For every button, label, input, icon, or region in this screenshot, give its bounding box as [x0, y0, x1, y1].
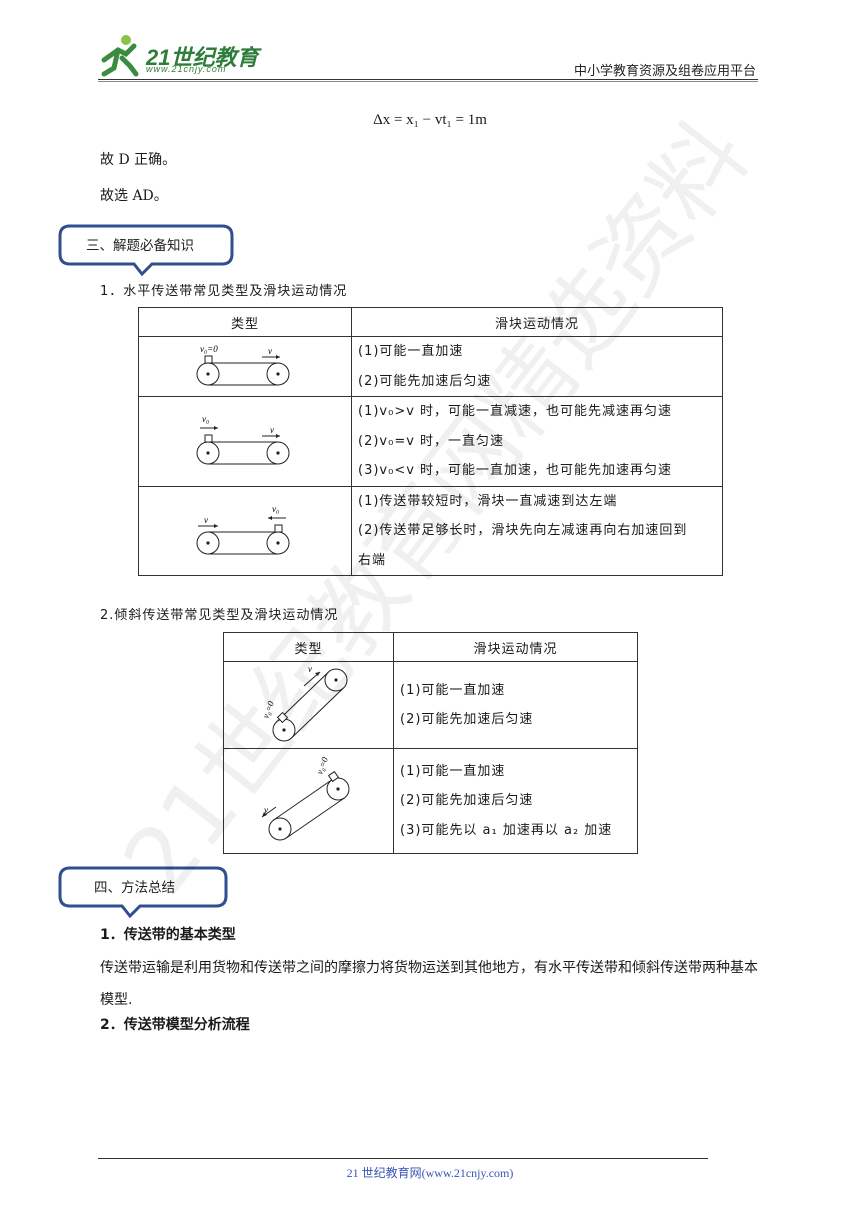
desc-inclined-2: (1)可能一直加速 (2)可能先加速后匀速 (3)可能先以 a₁ 加速再以 a₂…: [393, 748, 638, 854]
label-v0-zero: v₀=0: [260, 699, 276, 720]
section-callout-4: 四、方法总结: [56, 864, 236, 924]
desc-inclined-1: (1)可能一直加速 (2)可能先加速后匀速: [393, 661, 638, 749]
desc-line: (2)可能先加速后匀速: [400, 712, 534, 727]
horizontal-belt-table: 类型 滑块运动情况 v₀=0 v (1)可能一直加速 (2)可能先加速后匀速: [138, 307, 723, 576]
label-v: v: [204, 515, 208, 525]
belt-diagram: v₀ v: [196, 414, 290, 465]
desc-line: (2)v₀=v 时，一直匀速: [358, 433, 505, 449]
desc-line: (2)可能先加速后匀速: [358, 373, 492, 389]
belt-diagram: v v₀: [196, 504, 290, 555]
desc-line: (1)可能一直加速: [400, 682, 506, 698]
desc-line: (3)可能先以 a₁ 加速再以 a₂ 加速: [400, 822, 613, 838]
logo-url: www.21cnjy.com: [146, 64, 227, 74]
desc-line: (2)可能先加速后匀速: [400, 793, 534, 809]
incline-belt-diagram: v₀=0 v: [261, 755, 349, 841]
diagram-horizontal-2: v₀ v: [138, 396, 352, 487]
table-header-type: 类型: [138, 307, 352, 337]
footer-text: 21 世纪教育网(www.21cnjy.com): [346, 1166, 514, 1180]
label-v0-zero: v₀=0: [200, 344, 218, 354]
section-callout-3: 三、解题必备知识: [56, 222, 236, 282]
heading-horizontal: 1．水平传送带常见类型及滑块运动情况: [100, 284, 348, 299]
desc-line: (1)v₀>v 时，可能一直减速，也可能先减速再匀速: [358, 404, 673, 419]
table-header-desc: 滑块运动情况: [393, 632, 638, 662]
section-title: 三、解题必备知识: [86, 238, 194, 254]
heading-analysis-flow: 2．传送带模型分析流程: [100, 1017, 250, 1033]
label-v: v: [308, 664, 312, 674]
heading-inclined: 2.倾斜传送带常见类型及滑块运动情况: [100, 608, 339, 623]
desc-line: (1)可能一直加速: [358, 344, 464, 359]
runner-logo-icon: [101, 35, 139, 77]
label-v: v: [270, 425, 274, 435]
diagram-horizontal-1: v₀=0 v: [138, 336, 352, 397]
desc-horizontal-1: (1)可能一直加速 (2)可能先加速后匀速: [351, 336, 723, 397]
heading-basic-types: 1．传送带的基本类型: [100, 927, 236, 943]
label-v0: v₀: [272, 504, 279, 514]
table-header-type: 类型: [223, 632, 394, 662]
label-v: v: [264, 805, 268, 815]
speech-bubble-icon: [58, 866, 228, 919]
desc-horizontal-3: (1)传送带较短时，滑块一直减速到达左端 (2)传送带足够长时，滑块先向左减速再…: [351, 485, 723, 576]
logo-text: 21世纪教育: [146, 45, 259, 70]
belt-diagram: v₀=0 v: [196, 344, 290, 385]
desc-line: 右端: [358, 552, 387, 568]
label-v0-zero: v₀=0: [314, 755, 330, 776]
desc-line: (1)可能一直加速: [400, 763, 506, 779]
desc-line: (2)传送带足够长时，滑块先向左减速再向右加速回到: [358, 523, 688, 538]
diagram-inclined-2: v₀=0 v: [223, 748, 394, 854]
header-rule: [98, 79, 758, 80]
footer-rule: [98, 1158, 708, 1159]
header-rule-thin: [98, 81, 758, 82]
conclusion-ad: 故选 AD。: [100, 188, 168, 204]
desc-line: (3)v₀<v 时，可能一直加速，也可能先加速再匀速: [358, 463, 673, 478]
conclusion-d: 故 D 正确。: [100, 152, 177, 168]
desc-line: (1)传送带较短时，滑块一直减速到达左端: [358, 493, 618, 509]
header-platform-title: 中小学教育资源及组卷应用平台: [573, 64, 756, 79]
diagram-horizontal-3: v v₀: [138, 485, 352, 576]
section-title: 四、方法总结: [94, 880, 175, 896]
incline-belt-diagram: v₀=0 v: [260, 664, 347, 742]
inclined-belt-table: 类型 滑块运动情况 v₀=0 v (1)可能一直加速 (2)可能先加速后匀速: [223, 632, 638, 854]
paragraph-basic-types: 传送带运输是利用货物和传送带之间的摩擦力将货物运送到其他地方，有水平传送带和倾斜…: [100, 960, 758, 1008]
speech-bubble-icon: [58, 224, 234, 277]
table-header-desc: 滑块运动情况: [351, 307, 723, 337]
diagram-inclined-1: v₀=0 v: [223, 661, 394, 749]
site-logo: [96, 34, 266, 78]
label-v0: v₀: [202, 414, 209, 424]
formula: Δx = x₁ − vt₁ = 1m: [373, 112, 487, 128]
desc-horizontal-2: (1)v₀>v 时，可能一直减速，也可能先减速再匀速 (2)v₀=v 时，一直匀…: [351, 396, 723, 487]
label-v: v: [268, 346, 272, 356]
